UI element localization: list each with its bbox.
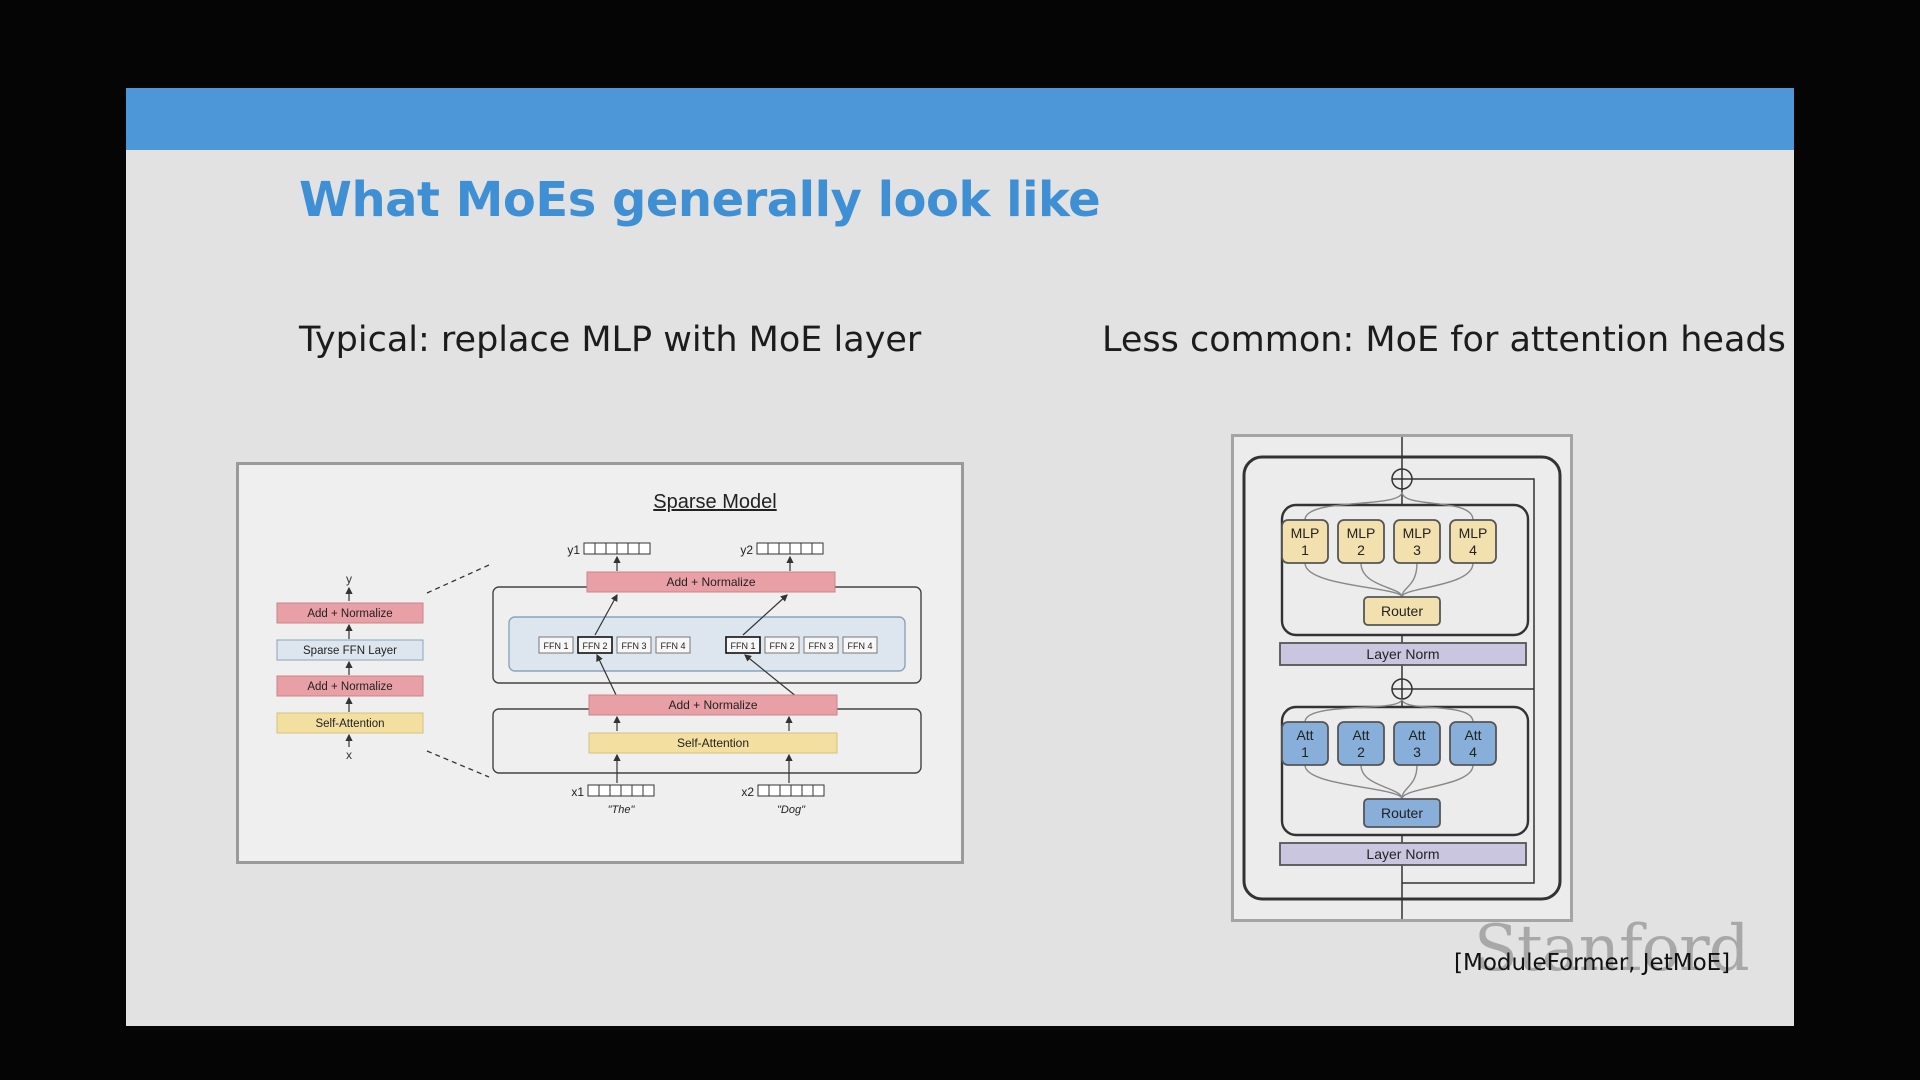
svg-text:x1: x1 <box>571 785 584 799</box>
svg-text:Layer Norm: Layer Norm <box>1366 846 1439 862</box>
svg-text:1: 1 <box>1301 542 1309 558</box>
svg-text:Att: Att <box>1464 727 1481 743</box>
svg-text:FFN 2: FFN 2 <box>582 641 607 651</box>
svg-text:MLP: MLP <box>1403 525 1432 541</box>
svg-text:FFN 1: FFN 1 <box>730 641 755 651</box>
svg-text:Layer Norm: Layer Norm <box>1366 646 1439 662</box>
residual-add-middle <box>1391 678 1413 700</box>
layer-norm-top: Layer Norm <box>1279 642 1527 666</box>
ffn-expert-panel <box>508 616 906 672</box>
svg-text:y1: y1 <box>567 543 580 557</box>
svg-text:1: 1 <box>1301 744 1309 760</box>
citation: [ModuleFormer, JetMoE] <box>1454 950 1731 976</box>
svg-text:Router: Router <box>1381 805 1423 821</box>
right-heading: Less common: MoE for attention heads <box>1102 320 1786 360</box>
svg-text:3: 3 <box>1413 542 1421 558</box>
ffn-group-token1: FFN 1 FFN 2 FFN 3 FFN 4 <box>538 636 691 654</box>
svg-text:Add + Normalize: Add + Normalize <box>307 608 392 620</box>
svg-text:FFN 1: FFN 1 <box>543 641 568 651</box>
small-stack-output-label: y <box>346 572 352 586</box>
svg-text:Att: Att <box>1352 727 1369 743</box>
output-y2: y2 <box>740 542 824 557</box>
svg-text:Att: Att <box>1408 727 1425 743</box>
mlp-router: Router <box>1363 596 1441 626</box>
svg-text:3: 3 <box>1413 744 1421 760</box>
left-heading: Typical: replace MLP with MoE layer <box>299 320 922 360</box>
svg-text:Sparse FFN Layer: Sparse FFN Layer <box>303 645 397 657</box>
svg-text:4: 4 <box>1469 744 1477 760</box>
mlp-expert-4: MLP 4 <box>1449 519 1497 564</box>
input-x1: x1 "The" <box>571 784 655 816</box>
small-stack-input-label: x <box>346 748 352 762</box>
svg-text:4: 4 <box>1469 542 1477 558</box>
svg-text:FFN 4: FFN 4 <box>847 641 872 651</box>
svg-text:2: 2 <box>1357 542 1365 558</box>
sparse-model-title: Sparse Model <box>653 491 776 513</box>
small-self-attention: Self-Attention <box>276 712 424 734</box>
svg-text:Add + Normalize: Add + Normalize <box>307 681 392 693</box>
svg-text:FFN 4: FFN 4 <box>660 641 685 651</box>
ffn-group-token2: FFN 1 FFN 2 FFN 3 FFN 4 <box>725 636 878 654</box>
svg-text:y2: y2 <box>740 543 753 557</box>
svg-text:MLP: MLP <box>1347 525 1376 541</box>
mlp-expert-2: MLP 2 <box>1337 519 1385 564</box>
att-expert-1: Att 1 <box>1281 721 1329 766</box>
att-expert-3: Att 3 <box>1393 721 1441 766</box>
add-normalize-bottom: Add + Normalize <box>588 694 838 716</box>
svg-text:"The": "The" <box>608 804 636 816</box>
svg-text:2: 2 <box>1357 744 1365 760</box>
svg-text:FFN 3: FFN 3 <box>808 641 833 651</box>
svg-text:Self-Attention: Self-Attention <box>677 736 749 750</box>
add-normalize-top: Add + Normalize <box>586 571 836 593</box>
svg-text:FFN 2: FFN 2 <box>769 641 794 651</box>
small-sparse-ffn-layer: Sparse FFN Layer <box>276 639 424 661</box>
svg-text:MLP: MLP <box>1459 525 1488 541</box>
att-expert-2: Att 2 <box>1337 721 1385 766</box>
self-attention-block: Self-Attention <box>588 732 838 754</box>
svg-text:MLP: MLP <box>1291 525 1320 541</box>
attention-moe-figure: MLP 1 MLP 2 MLP 3 MLP 4 Router <box>1231 434 1573 922</box>
svg-text:Self-Attention: Self-Attention <box>315 718 384 730</box>
output-y1: y1 <box>567 542 651 557</box>
residual-add-top <box>1391 468 1413 490</box>
svg-text:Att: Att <box>1296 727 1313 743</box>
svg-text:Add + Normalize: Add + Normalize <box>666 575 755 589</box>
small-add-normalize-bottom: Add + Normalize <box>276 675 424 697</box>
stanford-logo: Stanford <box>1474 912 1750 986</box>
svg-text:Router: Router <box>1381 603 1423 619</box>
small-add-normalize-top: Add + Normalize <box>276 602 424 624</box>
att-router: Router <box>1363 798 1441 828</box>
att-expert-4: Att 4 <box>1449 721 1497 766</box>
input-x2: x2 "Dog" <box>741 784 825 816</box>
svg-text:x2: x2 <box>741 785 754 799</box>
svg-text:"Dog": "Dog" <box>777 804 806 816</box>
slide: What MoEs generally look like Typical: r… <box>126 88 1794 1026</box>
svg-text:FFN 3: FFN 3 <box>621 641 646 651</box>
slide-title: What MoEs generally look like <box>299 172 1101 228</box>
layer-norm-bottom: Layer Norm <box>1279 842 1527 866</box>
small-stack: y Add + Normalize Sparse FFN Layer Add +… <box>276 572 424 762</box>
mlp-expert-3: MLP 3 <box>1393 519 1441 564</box>
slide-header-bar <box>126 88 1794 150</box>
sparse-model-figure: Sparse Model y Add + Normalize Sparse FF… <box>236 462 964 864</box>
svg-text:Add + Normalize: Add + Normalize <box>668 698 757 712</box>
mlp-expert-1: MLP 1 <box>1281 519 1329 564</box>
